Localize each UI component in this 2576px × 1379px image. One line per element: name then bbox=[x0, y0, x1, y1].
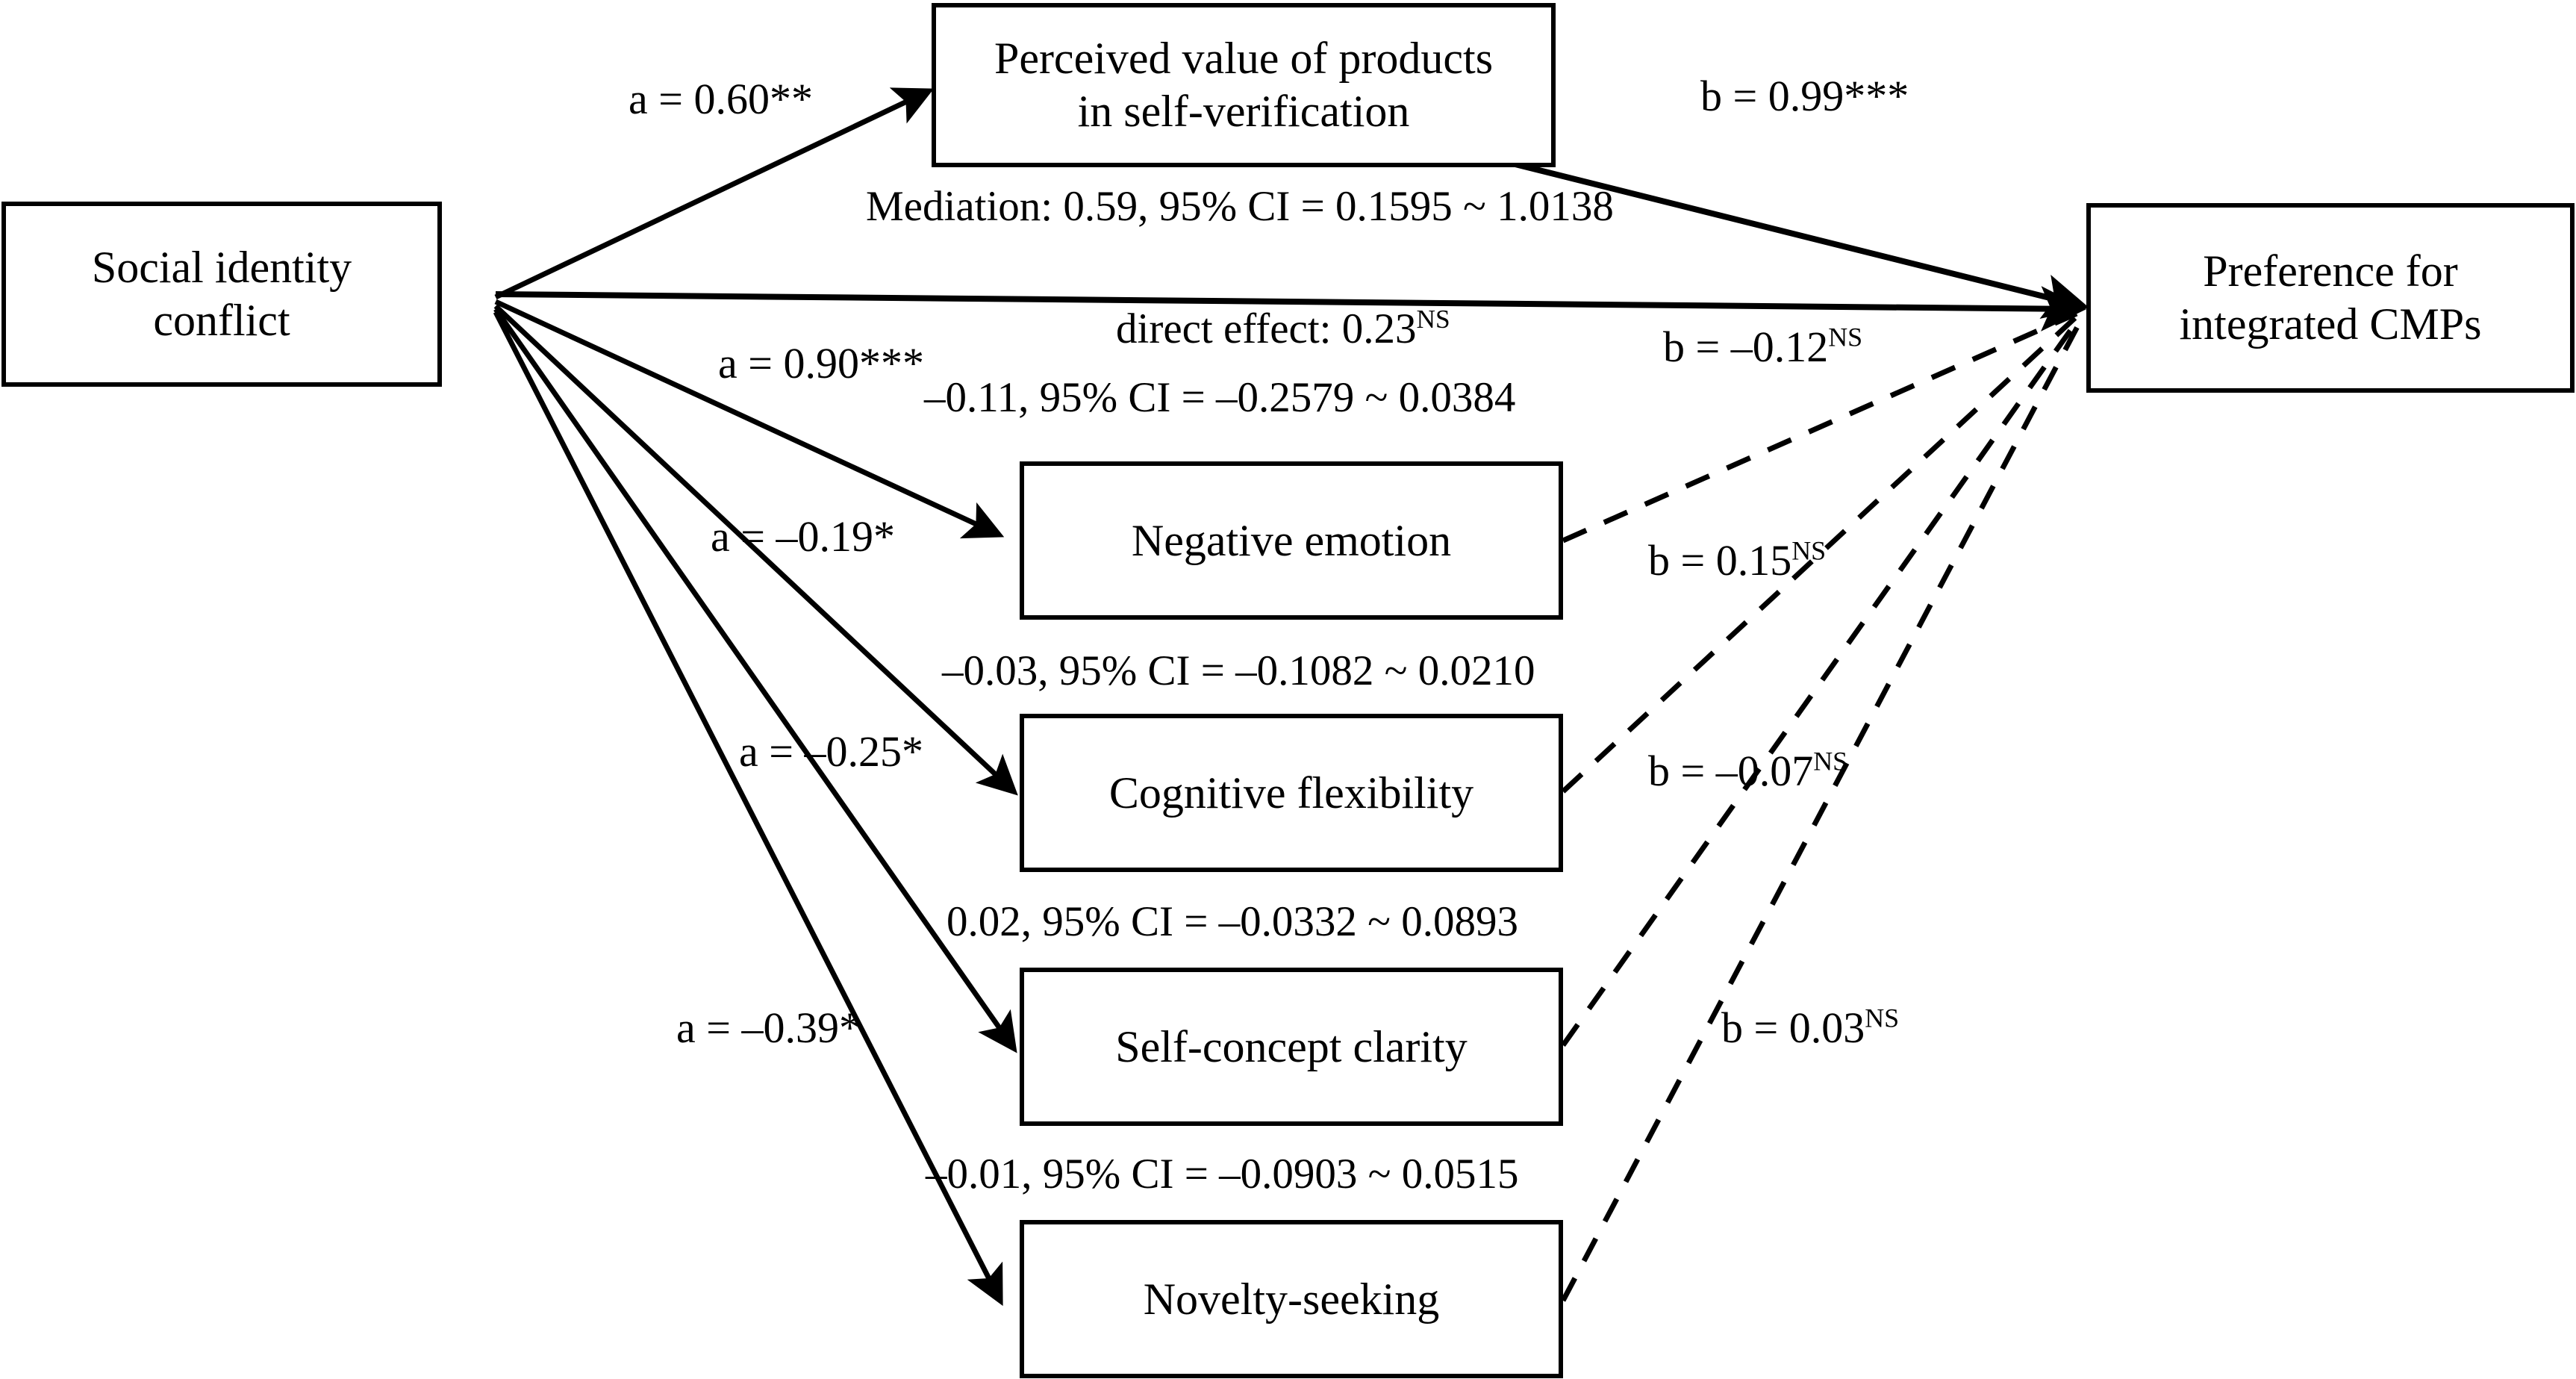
node-preference-for-integrated-cmps[interactable]: Preference for integrated CMPs bbox=[2086, 203, 2575, 393]
a-path-cognitive-flexibility-arrow bbox=[493, 304, 1018, 796]
b-path-label-self-concept-clarity: b = –0.07NS bbox=[1648, 746, 1848, 795]
direct-effect-text: direct effect: 0.23 bbox=[1116, 305, 1417, 352]
b-path-sup-novelty-seeking: NS bbox=[1865, 1003, 1900, 1033]
indirect-effect-label-self-concept-clarity: 0.02, 95% CI = –0.0332 ~ 0.0893 bbox=[946, 898, 1518, 945]
a-path-label-novelty-seeking-text: a = –0.39 bbox=[676, 1003, 839, 1052]
b-path-label-negative-emotion-text: b = –0.12 bbox=[1663, 323, 1829, 371]
b-path-label-self-concept-clarity-text: b = –0.07 bbox=[1648, 747, 1814, 795]
a-path-label-self-concept-clarity-text: a = –0.25 bbox=[739, 727, 902, 776]
a-path-novelty-seeking-arrow bbox=[493, 311, 1003, 1307]
b-path-label-negative-emotion: b = –0.12NS bbox=[1663, 322, 1863, 371]
b-path-dashed-group bbox=[1560, 311, 2083, 1302]
a-path-sig-negative-emotion: *** bbox=[858, 339, 924, 387]
b-path-label-perceived-value: b = 0.99*** bbox=[1700, 75, 1909, 118]
b-path-cognitive-flexibility-arrow bbox=[1561, 314, 2079, 794]
b-path-label-novelty-seeking: b = 0.03NS bbox=[1721, 1003, 1900, 1052]
b-path-label-perceived-value-text: b = 0.99 bbox=[1700, 72, 1844, 120]
node-self-concept-clarity[interactable]: Self-concept clarity bbox=[1020, 968, 1563, 1126]
a-path-label-novelty-seeking: a = –0.39* bbox=[676, 1006, 861, 1050]
a-path-arrows bbox=[493, 87, 1018, 1307]
a-path-sig-cognitive-flexibility: * bbox=[873, 512, 895, 561]
b-path-label-cognitive-flexibility: b = 0.15NS bbox=[1648, 535, 1827, 585]
b-path-sup-cognitive-flexibility: NS bbox=[1791, 535, 1827, 566]
node-negative-emotion[interactable]: Negative emotion bbox=[1020, 461, 1563, 620]
a-path-label-cognitive-flexibility-text: a = –0.19 bbox=[711, 512, 873, 561]
node-cognitive-flexibility[interactable]: Cognitive flexibility bbox=[1020, 714, 1563, 872]
b-path-novelty-seeking-arrow bbox=[1560, 321, 2083, 1302]
direct-effect-arrow bbox=[495, 286, 2087, 331]
b-path-sup-self-concept-clarity: NS bbox=[1813, 746, 1848, 776]
node-social-identity-conflict[interactable]: Social identity conflict bbox=[1, 202, 442, 387]
node-perceived-value-of-products-in-self-verification[interactable]: Perceived value of products in self-veri… bbox=[932, 3, 1556, 167]
a-path-label-perceived-value: a = 0.60** bbox=[629, 78, 813, 121]
b-path-sig-perceived-value: *** bbox=[1844, 72, 1909, 120]
a-path-label-cognitive-flexibility: a = –0.19* bbox=[711, 515, 895, 558]
a-path-sig-self-concept-clarity: * bbox=[901, 727, 923, 776]
mediation-label-perceived-value: Mediation: 0.59, 95% CI = 0.1595 ~ 1.013… bbox=[866, 183, 1614, 230]
a-path-label-self-concept-clarity: a = –0.25* bbox=[739, 730, 923, 773]
direct-effect-label: direct effect: 0.23NS bbox=[1116, 305, 1450, 352]
a-path-label-perceived-value-text: a = 0.60 bbox=[629, 75, 770, 123]
direct-effect-sup: NS bbox=[1416, 305, 1450, 334]
a-path-self-concept-clarity-arrow bbox=[493, 307, 1017, 1053]
b-path-label-cognitive-flexibility-text: b = 0.15 bbox=[1648, 536, 1792, 585]
a-path-sig-perceived-value: ** bbox=[769, 75, 813, 123]
a-path-negative-emotion-arrow bbox=[494, 299, 1005, 539]
direct-effect-arrow-group bbox=[495, 286, 2087, 331]
a-path-sig-novelty-seeking: * bbox=[838, 1003, 861, 1052]
indirect-effect-label-novelty-seeking: –0.01, 95% CI = –0.0903 ~ 0.0515 bbox=[926, 1151, 1519, 1198]
indirect-effect-label-cognitive-flexibility: –0.03, 95% CI = –0.1082 ~ 0.0210 bbox=[942, 647, 1535, 694]
b-path-label-novelty-seeking-text: b = 0.03 bbox=[1721, 1003, 1865, 1052]
node-novelty-seeking[interactable]: Novelty-seeking bbox=[1020, 1220, 1563, 1378]
a-path-label-negative-emotion-text: a = 0.90 bbox=[718, 339, 859, 387]
b-path-negative-emotion-arrow bbox=[1562, 311, 2078, 544]
indirect-effect-label-negative-emotion: –0.11, 95% CI = –0.2579 ~ 0.0384 bbox=[924, 374, 1516, 421]
a-path-label-negative-emotion: a = 0.90*** bbox=[718, 342, 924, 385]
b-path-self-concept-clarity-arrow bbox=[1561, 317, 2080, 1048]
b-path-sup-negative-emotion: NS bbox=[1828, 322, 1863, 352]
a-path-perceived-value-arrow bbox=[494, 87, 935, 300]
